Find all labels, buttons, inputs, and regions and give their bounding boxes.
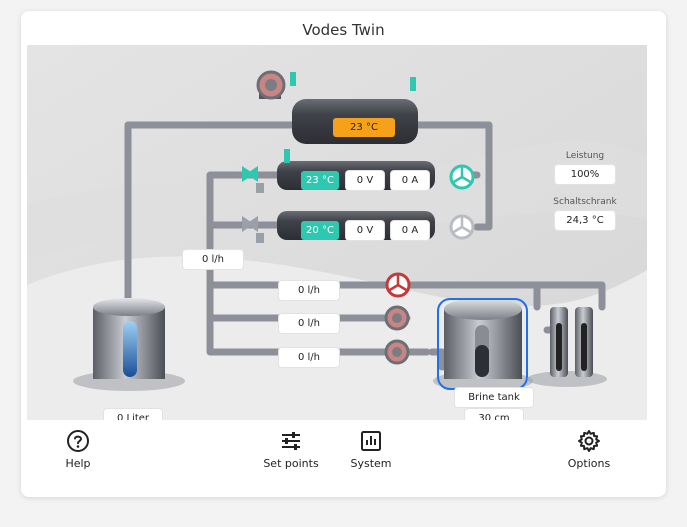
brine-tank — [433, 298, 533, 391]
hx-low-current: 0 A — [391, 221, 429, 240]
options-button[interactable]: Options — [559, 429, 619, 470]
pump-icon-mid — [384, 305, 410, 331]
system-button[interactable]: System — [345, 429, 397, 470]
flow-line-3: 0 l/h — [279, 348, 339, 367]
gear-icon — [578, 430, 600, 452]
window-title: Vodes Twin — [302, 21, 385, 39]
power-label: Leistung — [565, 151, 605, 161]
power-value: 100% — [555, 165, 615, 184]
handwheel-icon-mid — [449, 164, 475, 190]
options-label: Options — [567, 457, 611, 470]
cabinet-label: Schaltschrank — [553, 197, 617, 207]
left-tank-volume: 0 Liter — [104, 409, 162, 420]
flow-line-1: 0 l/h — [279, 281, 339, 300]
brine-tank-level: 30 cm — [465, 409, 523, 420]
help-button[interactable]: Help — [53, 429, 103, 470]
hx-top-temp: 23 °C — [333, 118, 395, 137]
bar-chart-icon — [361, 431, 381, 451]
cabinet-temp: 24,3 °C — [555, 211, 615, 230]
valve-icon-mid — [242, 166, 258, 182]
sliders-icon — [282, 432, 300, 450]
pump-icon-top — [256, 70, 296, 100]
brine-tank-label[interactable]: Brine tank — [455, 388, 533, 407]
hx-low-voltage: 0 V — [346, 221, 384, 240]
storage-tank-left — [73, 298, 185, 391]
app-window: Vodes Twin — [21, 11, 666, 497]
handwheel-icon-red — [385, 272, 411, 298]
valve-icon-low — [242, 216, 258, 232]
filter-columns — [527, 307, 607, 387]
hx-mid-current: 0 A — [391, 171, 429, 190]
process-diagram: 23 °C 23 °C 0 V 0 A 20 °C 0 V 0 A 0 l/h … — [27, 45, 647, 420]
help-icon — [67, 430, 89, 452]
handwheel-icon-low — [449, 214, 475, 240]
flow-main: 0 l/h — [183, 250, 243, 269]
hx-mid-voltage: 0 V — [346, 171, 384, 190]
help-label: Help — [65, 457, 91, 470]
set-points-button[interactable]: Set points — [256, 429, 326, 470]
hx-low-temp: 20 °C — [301, 221, 339, 240]
bottom-navigation: Help Set points System — [21, 421, 666, 497]
hx-mid-temp: 23 °C — [301, 171, 339, 190]
system-label: System — [350, 457, 392, 470]
set-points-label: Set points — [263, 457, 319, 470]
flow-line-2: 0 l/h — [279, 314, 339, 333]
pump-icon-low — [384, 339, 410, 365]
process-graphics — [27, 45, 647, 420]
